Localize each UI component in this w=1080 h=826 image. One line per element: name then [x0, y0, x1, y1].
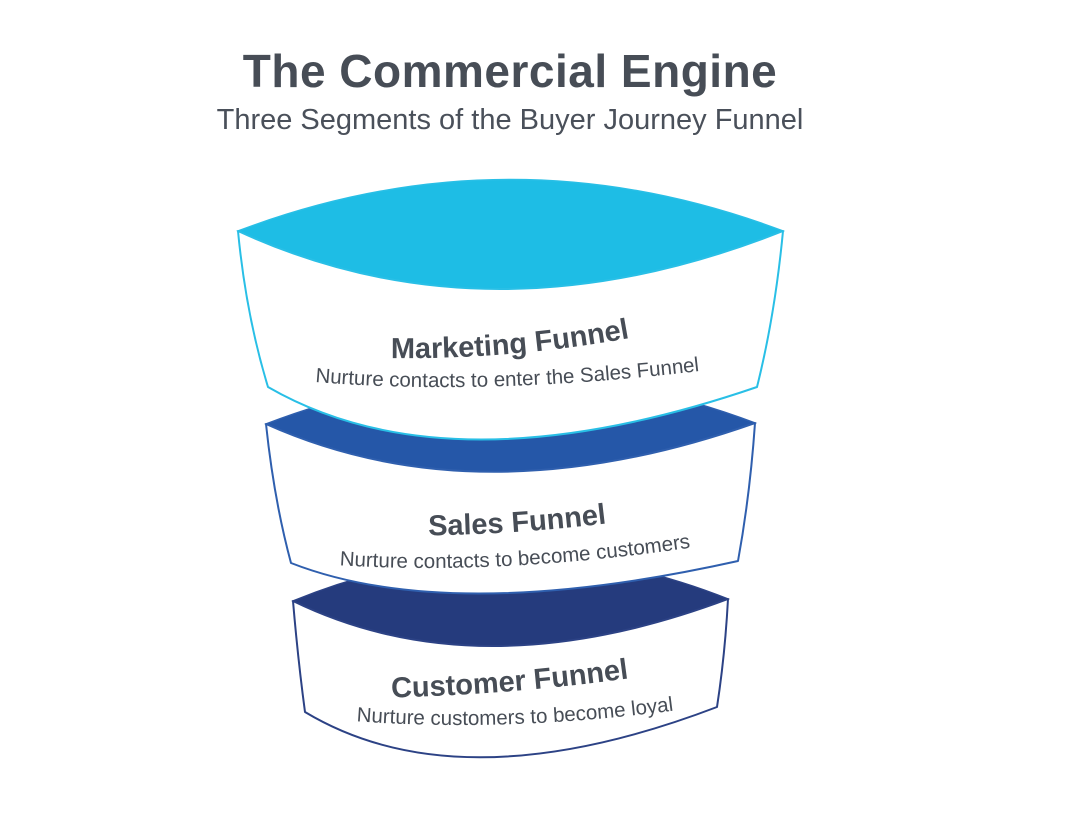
- sales-funnel-band: [265, 422, 756, 595]
- funnel-segment-marketing: [236, 178, 786, 441]
- marketing-funnel-band: [237, 230, 784, 441]
- customer-funnel-band: [292, 598, 729, 759]
- page-subtitle: Three Segments of the Buyer Journey Funn…: [216, 104, 804, 136]
- page-title: The Commercial Engine: [242, 45, 778, 97]
